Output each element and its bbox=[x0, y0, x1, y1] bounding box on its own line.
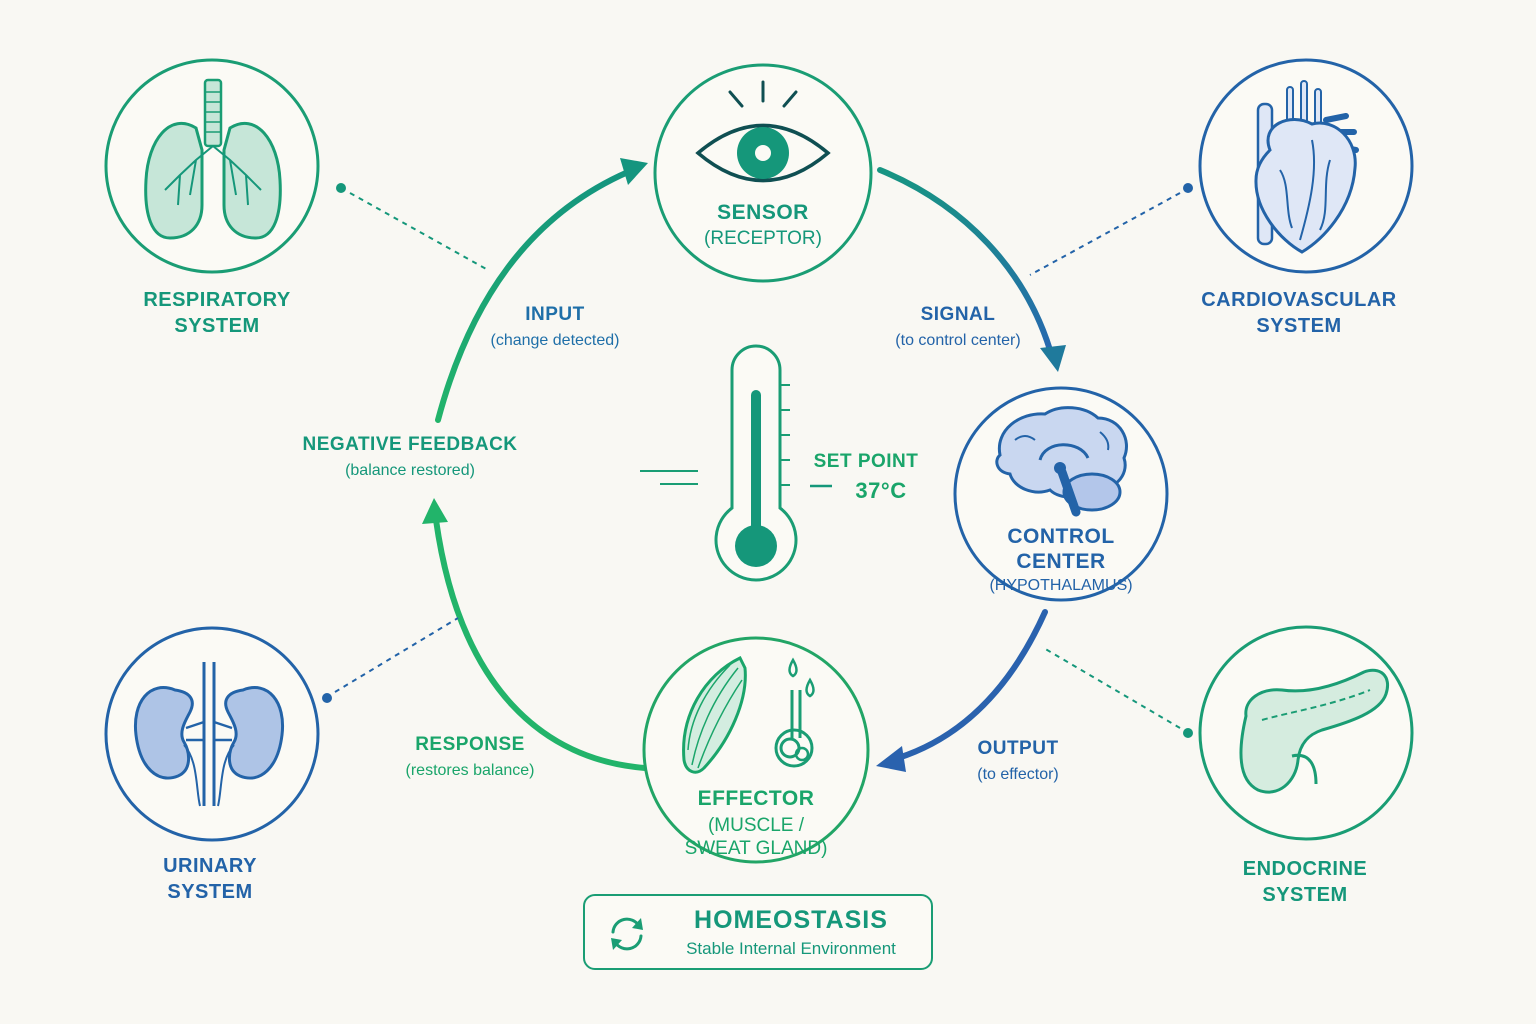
eye-icon bbox=[695, 80, 831, 183]
effector-title: EFFECTOR bbox=[697, 787, 815, 810]
control-center-title-1: CONTROL bbox=[1007, 525, 1115, 548]
endocrine-line1: ENDOCRINE bbox=[1242, 858, 1368, 880]
set-point-label: SET POINT 37°C bbox=[808, 451, 924, 504]
urinary-line2: SYSTEM bbox=[167, 881, 253, 903]
input-label: INPUT (change detected) bbox=[475, 304, 635, 350]
urinary-system-label: URINARY SYSTEM bbox=[110, 854, 310, 904]
negative-feedback-label: NEGATIVE FEEDBACK (balance restored) bbox=[300, 434, 520, 480]
output-sub: (to effector) bbox=[977, 765, 1059, 783]
control-center-subtitle: (HYPOTHALAMUS) bbox=[989, 577, 1133, 595]
urinary-system-circle bbox=[104, 626, 320, 842]
response-title: RESPONSE bbox=[415, 734, 525, 755]
signal-label: SIGNAL (to control center) bbox=[878, 304, 1038, 350]
input-sub: (change detected) bbox=[490, 331, 620, 349]
homeostasis-subtitle: Stable Internal Environment bbox=[686, 939, 896, 958]
pancreas-icon bbox=[1239, 668, 1389, 794]
output-label: OUTPUT (to effector) bbox=[938, 738, 1098, 784]
connector-cardiovascular bbox=[1029, 183, 1193, 276]
cardiovascular-line2: SYSTEM bbox=[1256, 315, 1342, 337]
respiratory-line1: RESPIRATORY bbox=[143, 289, 291, 311]
sensor-title: SENSOR bbox=[717, 201, 809, 224]
effector-subtitle-2: SWEAT GLAND) bbox=[684, 837, 828, 859]
connector-urinary bbox=[322, 617, 459, 703]
heart-icon bbox=[1254, 80, 1359, 254]
homeostasis-title: HOMEOSTASIS bbox=[694, 906, 888, 934]
output-title: OUTPUT bbox=[977, 738, 1059, 759]
arc-signal bbox=[877, 167, 1066, 372]
arc-output bbox=[876, 609, 1048, 772]
endocrine-line2: SYSTEM bbox=[1262, 884, 1348, 906]
respiratory-system-label: RESPIRATORY SYSTEM bbox=[112, 288, 322, 338]
sweat-gland-icon bbox=[774, 657, 815, 768]
sensor-label: SENSOR (RECEPTOR) bbox=[663, 200, 863, 251]
respiratory-line2: SYSTEM bbox=[174, 315, 260, 337]
endocrine-system-label: ENDOCRINE SYSTEM bbox=[1205, 857, 1405, 907]
set-point-value: 37°C bbox=[855, 477, 907, 503]
arc-response bbox=[422, 498, 648, 771]
response-sub: (restores balance) bbox=[405, 761, 535, 779]
urinary-line1: URINARY bbox=[163, 855, 257, 877]
negative-feedback-sub: (balance restored) bbox=[345, 461, 475, 479]
negative-feedback-title: NEGATIVE FEEDBACK bbox=[302, 434, 518, 455]
connector-respiratory bbox=[336, 183, 489, 271]
connector-endocrine bbox=[1041, 646, 1193, 738]
cycle-arrows-icon bbox=[611, 917, 643, 951]
kidneys-icon bbox=[133, 662, 285, 807]
cardiovascular-line1: CARDIOVASCULAR bbox=[1201, 289, 1397, 311]
effector-subtitle-1: (MUSCLE / bbox=[707, 815, 805, 837]
muscle-icon bbox=[682, 656, 747, 774]
cardiovascular-system-label: CARDIOVASCULAR SYSTEM bbox=[1186, 288, 1412, 338]
response-label: RESPONSE (restores balance) bbox=[385, 734, 555, 780]
thermometer-icon bbox=[640, 344, 832, 582]
signal-sub: (to control center) bbox=[895, 331, 1021, 349]
arc-input bbox=[435, 158, 648, 423]
effector-label: EFFECTOR (MUSCLE / SWEAT GLAND) bbox=[656, 786, 856, 861]
sensor-subtitle: (RECEPTOR) bbox=[704, 228, 822, 250]
input-title: INPUT bbox=[525, 304, 585, 325]
set-point-title: SET POINT bbox=[813, 451, 919, 472]
brain-icon bbox=[995, 406, 1128, 517]
lungs-icon bbox=[144, 78, 282, 240]
control-center-title-2: CENTER bbox=[1016, 550, 1106, 574]
homeostasis-box: HOMEOSTASIS Stable Internal Environment bbox=[583, 894, 933, 970]
signal-title: SIGNAL bbox=[920, 304, 996, 325]
control-center-label: CONTROL CENTER (HYPOTHALAMUS) bbox=[961, 524, 1161, 596]
